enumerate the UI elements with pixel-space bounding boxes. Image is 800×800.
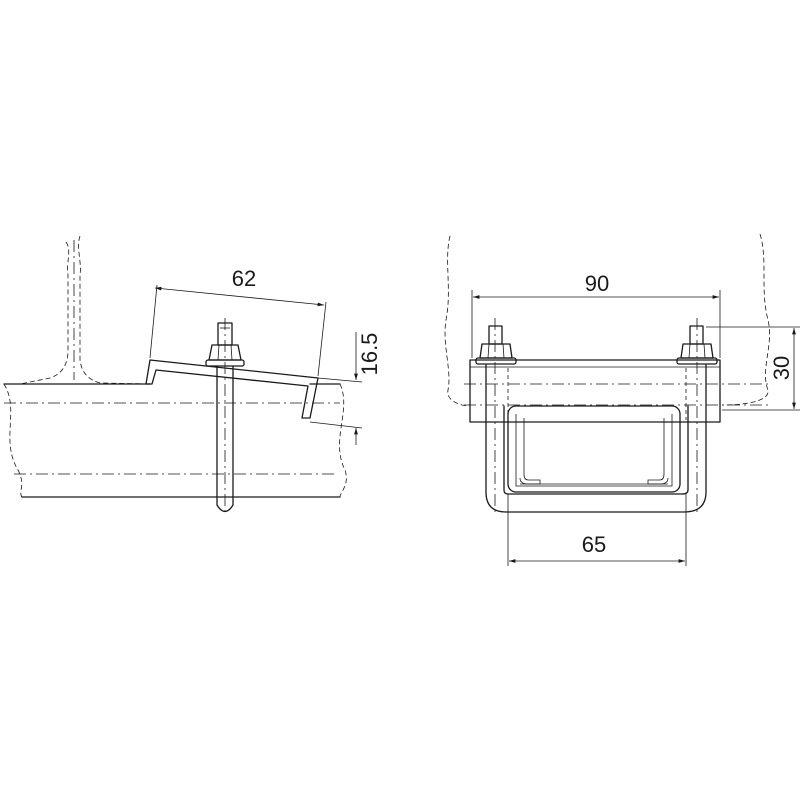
dimension-16-5: 16.5 (309, 332, 382, 445)
clamp-bracket (145, 359, 319, 419)
u-bolt (485, 318, 707, 513)
dim-side-width: 62 (232, 266, 256, 291)
dimension-62: 62 (149, 266, 327, 377)
structural-beam (3, 235, 347, 498)
dimension-30: 30 (706, 326, 800, 411)
dimension-90: 90 (471, 271, 721, 358)
dim-front-height: 30 (769, 356, 794, 380)
dim-side-height: 16.5 (357, 333, 382, 376)
side-view: 62 16.5 (3, 235, 382, 513)
hook-bolt (205, 318, 245, 513)
dim-front-inner-width: 65 (582, 532, 606, 557)
nut-left (475, 325, 517, 365)
nut-right (676, 325, 718, 365)
dimension-65: 65 (507, 494, 687, 566)
dim-front-width: 90 (585, 271, 609, 296)
front-view: 90 30 65 (444, 233, 800, 566)
structural-beam (444, 233, 770, 407)
cable-tray (507, 405, 681, 493)
